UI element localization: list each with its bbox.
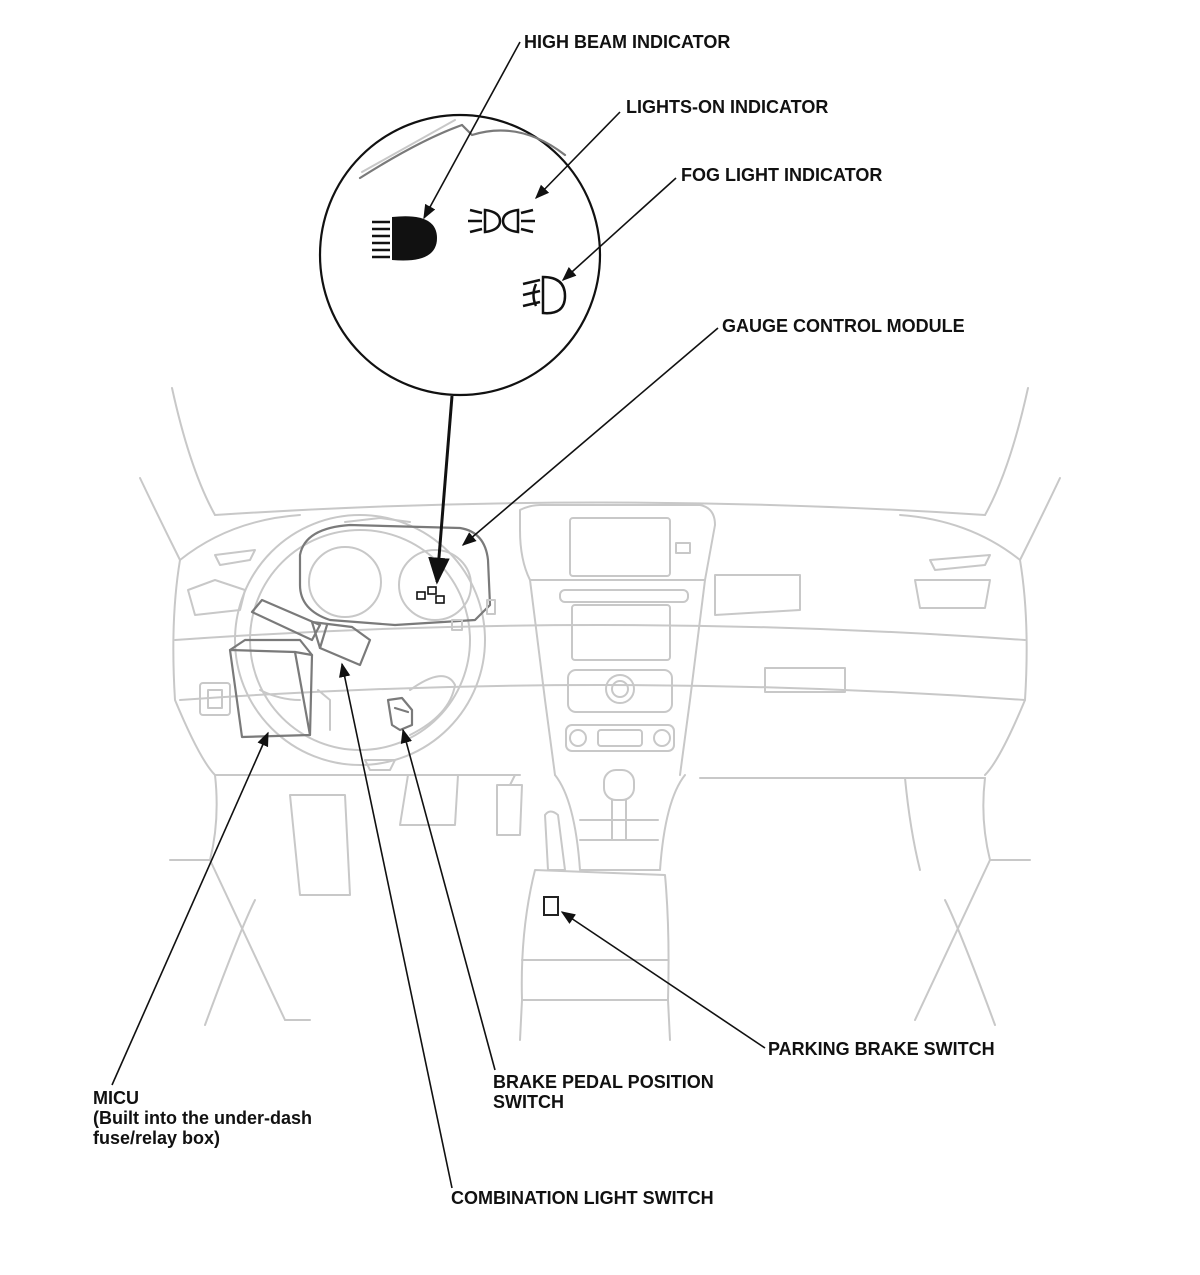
micu-box	[228, 638, 331, 739]
label-micu-line3: fuse/relay box)	[93, 1128, 220, 1148]
label-brake-pedal-switch-line1: BRAKE PEDAL POSITION	[493, 1072, 714, 1092]
parking-brake-switch	[543, 896, 559, 916]
indicator-magnifier	[318, 113, 602, 585]
label-lights-on-indicator: LIGHTS-ON INDICATOR	[626, 97, 828, 117]
label-parking-brake-switch: PARKING BRAKE SWITCH	[768, 1039, 995, 1059]
leader-lines	[111, 41, 766, 1189]
label-fog-light-indicator: FOG LIGHT INDICATOR	[681, 165, 882, 185]
brake-pedal-switch	[386, 696, 414, 732]
gauge-cluster	[298, 517, 496, 631]
label-high-beam-indicator: HIGH BEAM INDICATOR	[524, 32, 730, 52]
label-micu-line2: (Built into the under-dash	[93, 1108, 312, 1128]
high-beam-icon	[372, 216, 437, 261]
label-combination-light-switch: COMBINATION LIGHT SWITCH	[451, 1188, 714, 1208]
combination-light-switch	[250, 598, 372, 667]
lights-on-icon	[468, 208, 535, 234]
steering-wheel	[234, 514, 486, 771]
fog-light-icon	[522, 275, 567, 315]
label-brake-pedal-switch-line2: SWITCH	[493, 1092, 564, 1112]
label-micu-line1: MICU	[93, 1088, 139, 1108]
label-gauge-control-module: GAUGE CONTROL MODULE	[722, 316, 965, 336]
